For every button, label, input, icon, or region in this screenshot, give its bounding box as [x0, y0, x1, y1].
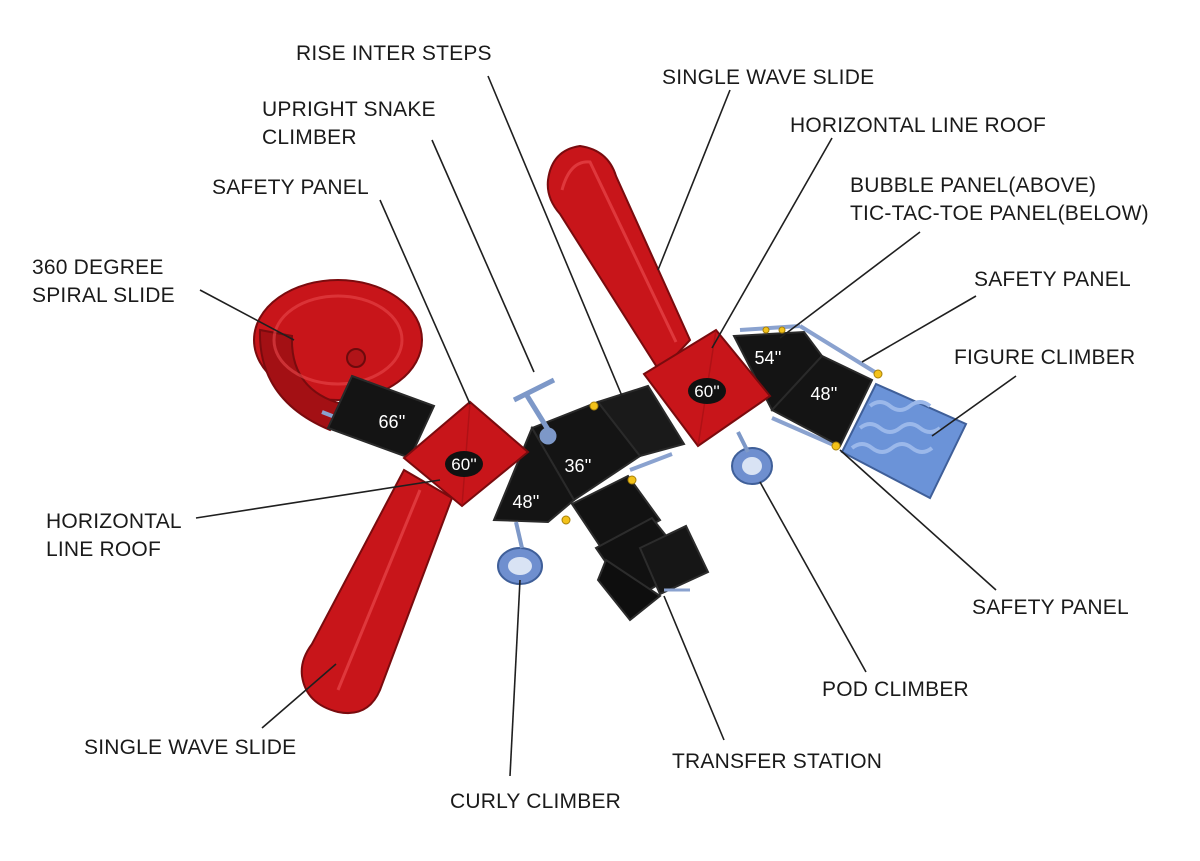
- pod-climber: [731, 431, 773, 485]
- label-spiral-slide: 360 DEGREE SPIRAL SLIDE: [32, 256, 175, 307]
- label-pod-climber: POD CLIMBER: [822, 678, 969, 701]
- roof-left-height: 60'': [451, 455, 476, 474]
- transfer-station-steps: [570, 474, 710, 622]
- bolts: [561, 326, 883, 525]
- deck-48-right-label: 48'': [811, 384, 838, 404]
- leader-safety-panel-top-left: [379, 199, 471, 405]
- deck-66-label: 66'': [379, 412, 406, 432]
- height-badges: [445, 378, 726, 477]
- label-horizontal-line-roof-left: HORIZONTAL LINE ROOF: [46, 510, 182, 561]
- figure-climber: [840, 382, 968, 500]
- leader-horizontal-line-roof-right: [711, 137, 833, 349]
- label-upright-snake-climber: UPRIGHT SNAKE CLIMBER: [262, 98, 436, 149]
- label-safety-panel-right: SAFETY PANEL: [974, 268, 1131, 291]
- deck-48-left-label: 48'': [513, 492, 540, 512]
- leader-spiral-slide: [199, 289, 295, 341]
- upright-snake-climber: [512, 377, 557, 445]
- single-wave-slide-upper: [546, 144, 692, 374]
- spiral-slide: [253, 279, 423, 432]
- label-rise-inter-steps: RISE INTER STEPS: [296, 42, 492, 65]
- label-horizontal-line-roof-right: HORIZONTAL LINE ROOF: [790, 114, 1047, 137]
- leader-safety-panel-right: [861, 295, 977, 363]
- leader-figure-climber: [931, 375, 1017, 437]
- single-wave-slide-lower: [300, 468, 454, 714]
- label-bubble-panel: BUBBLE PANEL(ABOVE) TIC-TAC-TOE PANEL(BE…: [850, 174, 1149, 225]
- deck-36-label: 36'': [565, 456, 592, 476]
- leader-single-wave-slide-top: [657, 89, 731, 271]
- leader-pod-climber: [759, 481, 867, 673]
- leader-upright-snake-climber: [431, 139, 535, 373]
- leader-safety-panel-bottom-right: [839, 449, 997, 591]
- label-safety-panel-bottom-right: SAFETY PANEL: [972, 596, 1129, 619]
- label-curly-climber: CURLY CLIMBER: [450, 790, 622, 813]
- label-transfer-station: TRANSFER STATION: [672, 750, 883, 773]
- leader-lines: [195, 75, 1017, 777]
- label-figure-climber: FIGURE CLIMBER: [954, 346, 1136, 369]
- leader-bubble-panel: [779, 231, 921, 339]
- leader-curly-climber: [509, 579, 521, 777]
- label-single-wave-slide-top: SINGLE WAVE SLIDE: [662, 66, 875, 89]
- leader-single-wave-slide-bottom: [261, 663, 337, 729]
- deck-center-link: [596, 384, 686, 458]
- leader-rise-inter-steps: [487, 75, 623, 397]
- roof-right-height: 60'': [694, 382, 719, 401]
- curly-climber: [497, 521, 543, 585]
- leader-transfer-station: [663, 595, 725, 741]
- deck-48-right: [770, 354, 874, 448]
- deck-54-label: 54'': [755, 348, 782, 368]
- label-single-wave-slide-bottom: SINGLE WAVE SLIDE: [84, 736, 297, 759]
- leader-horizontal-line-roof-left: [195, 479, 441, 519]
- label-safety-panel-top-left: SAFETY PANEL: [212, 176, 369, 199]
